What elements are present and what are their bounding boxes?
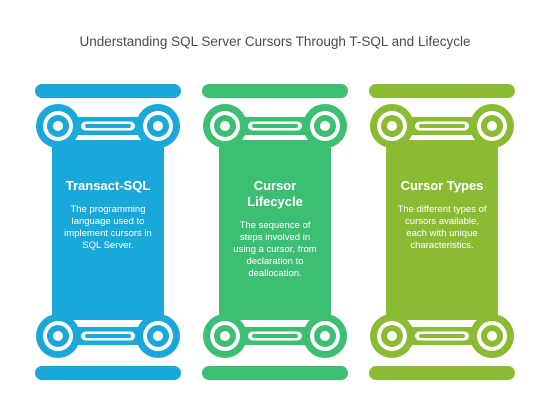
pillar-text: Cursor Types The different types of curs… [396, 178, 488, 252]
ring-hole [220, 331, 230, 341]
pillar-shaft [219, 140, 331, 320]
ring-hole [387, 331, 397, 341]
ring-hole [153, 121, 163, 131]
cap-link-core [85, 334, 131, 338]
pillar-title: Cursor Types [400, 178, 484, 193]
pillar-title: Transact-SQL [65, 178, 151, 193]
ring-hole [387, 121, 397, 131]
bottom-capital [36, 314, 180, 358]
pillar-shaft [52, 140, 164, 320]
top-cap-bar [35, 84, 181, 98]
pillar-frame [202, 84, 348, 380]
pillar-title: Cursor Lifecycle [247, 178, 303, 209]
bottom-capital [203, 314, 347, 358]
pillar-text: Cursor Lifecycle The sequence of steps i… [229, 178, 321, 280]
ring-hole [153, 331, 163, 341]
top-cap-bar [369, 84, 515, 98]
pillar-text: Transact-SQL The programming language us… [62, 178, 154, 252]
pillar-cursor-lifecycle: Cursor Lifecycle The sequence of steps i… [200, 80, 350, 384]
ring-hole [320, 121, 330, 131]
pillar-shaft [386, 140, 498, 320]
ring-hole [53, 121, 63, 131]
bottom-base-bar [35, 366, 181, 380]
pillar-frame [35, 84, 181, 380]
cap-link-core [419, 334, 465, 338]
bottom-base-bar [202, 366, 348, 380]
cap-link-core [419, 124, 465, 128]
bottom-capital [370, 314, 514, 358]
ring-hole [487, 331, 497, 341]
ring-hole [53, 331, 63, 341]
cap-link-core [252, 124, 298, 128]
cap-link-core [85, 124, 131, 128]
pillar-description: The different types of cursors available… [397, 204, 487, 251]
top-capital [36, 104, 180, 148]
ring-hole [220, 121, 230, 131]
ring-hole [487, 121, 497, 131]
pillar-description: The programming language used to impleme… [64, 204, 152, 251]
top-capital [370, 104, 514, 148]
top-cap-bar [202, 84, 348, 98]
cap-link-core [252, 334, 298, 338]
bottom-base-bar [369, 366, 515, 380]
top-capital [203, 104, 347, 148]
pillar-transact-sql: Transact-SQL The programming language us… [33, 80, 183, 384]
ring-hole [320, 331, 330, 341]
page-title: Understanding SQL Server Cursors Through… [79, 34, 471, 49]
pillar-frame [369, 84, 515, 380]
pillar-cursor-types: Cursor Types The different types of curs… [367, 80, 517, 384]
pillar-description: The sequence of steps involved in using … [233, 220, 317, 279]
